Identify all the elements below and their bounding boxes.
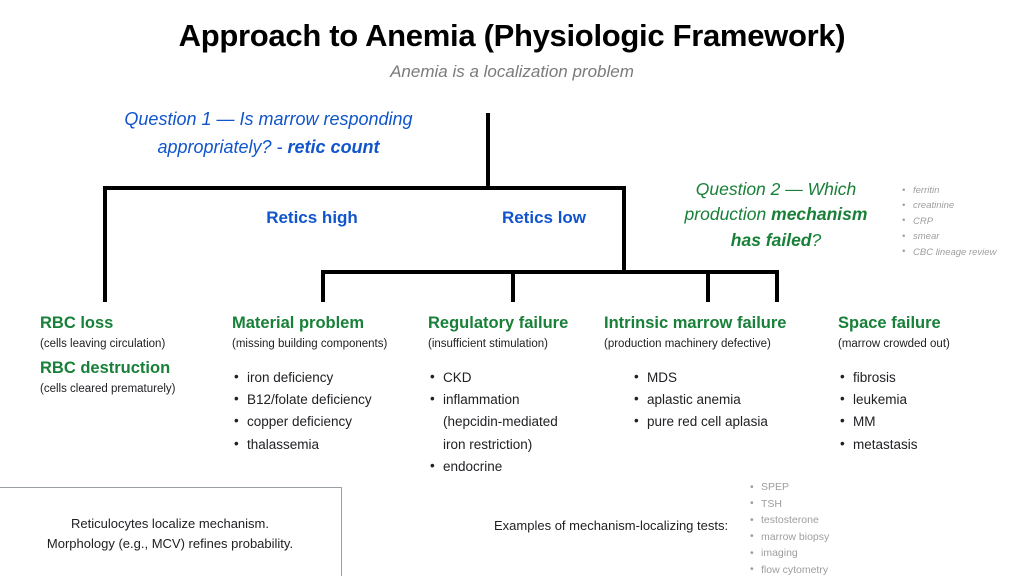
list-item: marrow biopsy xyxy=(748,528,829,546)
list-item-continuation: iron restriction) xyxy=(443,436,533,452)
question-2-emphasis-1: mechanism xyxy=(771,204,868,225)
category-heading-secondary: RBC destruction xyxy=(40,359,171,378)
question-2-line-3-suffix: ? xyxy=(811,229,822,250)
question-1-annotation: Question 1 — Is marrow responding approp… xyxy=(96,106,441,162)
connector-root-stem xyxy=(486,113,490,189)
category-heading: Space failure xyxy=(838,314,941,332)
category-heading: Intrinsic marrow failure xyxy=(604,314,787,332)
list-item-label: inflammation xyxy=(443,392,520,408)
question-2-line-2-prefix: production xyxy=(684,204,772,225)
question-2-line-2: production mechanism xyxy=(664,202,888,227)
list-item: CKD xyxy=(428,366,600,389)
takeaway-box: Reticulocytes localize mechanism. Morpho… xyxy=(0,487,342,576)
question-1-line-1: Question 1 — Is marrow responding xyxy=(124,109,413,129)
connector-tier1-left-drop xyxy=(103,186,107,302)
list-item: imaging xyxy=(748,545,829,562)
mechanism-test-list: SPEP TSH testosterone marrow biopsy imag… xyxy=(748,479,829,576)
list-item: SPEP xyxy=(748,479,829,496)
list-item: pure red cell aplasia xyxy=(632,410,826,433)
category-subtext: (missing building components) xyxy=(232,337,388,350)
connector-tier2-bar xyxy=(321,270,779,274)
list-item: TSH xyxy=(748,495,829,513)
connector-tier1-bar xyxy=(103,186,626,190)
question-1-line-2: appropriately? - retic count xyxy=(96,134,441,162)
list-item: endocrine xyxy=(428,455,600,478)
category-subtext: (cells leaving circulation) xyxy=(40,337,166,350)
list-item: thalassemia xyxy=(232,433,430,456)
question-2-line-3: has failed? xyxy=(664,228,888,253)
takeaway-line-2: Morphology (e.g., MCV) refines probabili… xyxy=(46,535,294,551)
list-item: leukemia xyxy=(838,388,988,411)
list-item: iron deficiency xyxy=(232,366,430,389)
branch-label-retics-high: Retics high xyxy=(266,208,358,227)
page-title: Approach to Anemia (Physiologic Framewor… xyxy=(178,18,846,53)
takeaway-line-1: Reticulocytes localize mechanism. xyxy=(71,516,269,531)
category-column-regulatory: Regulatory failure (insufficient stimula… xyxy=(428,314,600,478)
question-2-test-list: ferritin creatinine CRP smear CBC lineag… xyxy=(900,182,996,260)
category-item-list: iron deficiency B12/folate deficiency co… xyxy=(232,366,430,456)
list-item: flow cytometry xyxy=(748,561,829,576)
category-item-list: CKD inflammation (hepcidin-mediated iron r… xyxy=(428,366,600,478)
list-item: B12/folate deficiency xyxy=(232,388,430,411)
category-item-list: MDS aplastic anemia pure red cell aplasi… xyxy=(632,366,826,433)
list-item: aplastic anemia xyxy=(632,388,826,411)
question-2-line-1: Question 2 — Which xyxy=(695,179,857,199)
page-subtitle: Anemia is a localization problem xyxy=(390,62,634,81)
connector-tier2-drop-regulatory xyxy=(511,270,515,302)
question-1-emphasis: retic count xyxy=(287,136,380,157)
question-2-annotation: Question 2 — Which production mechanism … xyxy=(664,177,888,253)
list-item: MM xyxy=(838,410,988,433)
connector-tier2-drop-space xyxy=(775,270,779,302)
category-column-rbc: RBC loss (cells leaving circulation) RBC… xyxy=(40,314,230,396)
list-item: metastasis xyxy=(838,433,988,456)
branch-label-retics-low: Retics low xyxy=(501,208,587,227)
category-heading: Regulatory failure xyxy=(428,314,569,332)
connector-tier2-drop-material xyxy=(321,270,325,302)
connector-tier1-right-drop xyxy=(622,186,626,274)
question-2-emphasis-2: has failed xyxy=(730,229,812,250)
category-heading: Material problem xyxy=(232,314,365,332)
list-item: CRP xyxy=(900,213,996,229)
list-item: fibrosis xyxy=(838,366,988,389)
category-subtext: (insufficient stimulation) xyxy=(428,337,548,350)
list-item: MDS xyxy=(632,366,826,389)
examples-label: Examples of mechanism-localizing tests: xyxy=(494,518,729,533)
connector-tier2-drop-intrinsic xyxy=(706,270,710,302)
category-column-space: Space failure (marrow crowded out) fibro… xyxy=(838,314,988,456)
category-item-list: fibrosis leukemia MM metastasis xyxy=(838,366,988,456)
category-column-intrinsic: Intrinsic marrow failure (production mac… xyxy=(604,314,826,434)
list-item: testosterone xyxy=(748,512,829,529)
list-item: inflammation (hepcidin-mediated iron restr… xyxy=(428,388,600,455)
list-item-continuation: (hepcidin-mediated xyxy=(443,414,558,430)
question-1-line-2-prefix: appropriately? - xyxy=(157,136,288,157)
list-item: creatinine xyxy=(900,198,996,214)
takeaway-text: Reticulocytes localize mechanism. Morpho… xyxy=(0,514,343,553)
category-subtext: (production machinery defective) xyxy=(604,337,771,350)
category-subtext: (marrow crowded out) xyxy=(838,337,950,350)
list-item: ferritin xyxy=(900,182,996,198)
list-item: CBC lineage review xyxy=(900,244,996,260)
list-item: copper deficiency xyxy=(232,410,430,433)
category-subtext-secondary: (cells cleared prematurely) xyxy=(40,382,176,395)
list-item: smear xyxy=(900,229,996,245)
category-column-material: Material problem (missing building compo… xyxy=(232,314,430,456)
category-heading: RBC loss xyxy=(40,314,114,332)
